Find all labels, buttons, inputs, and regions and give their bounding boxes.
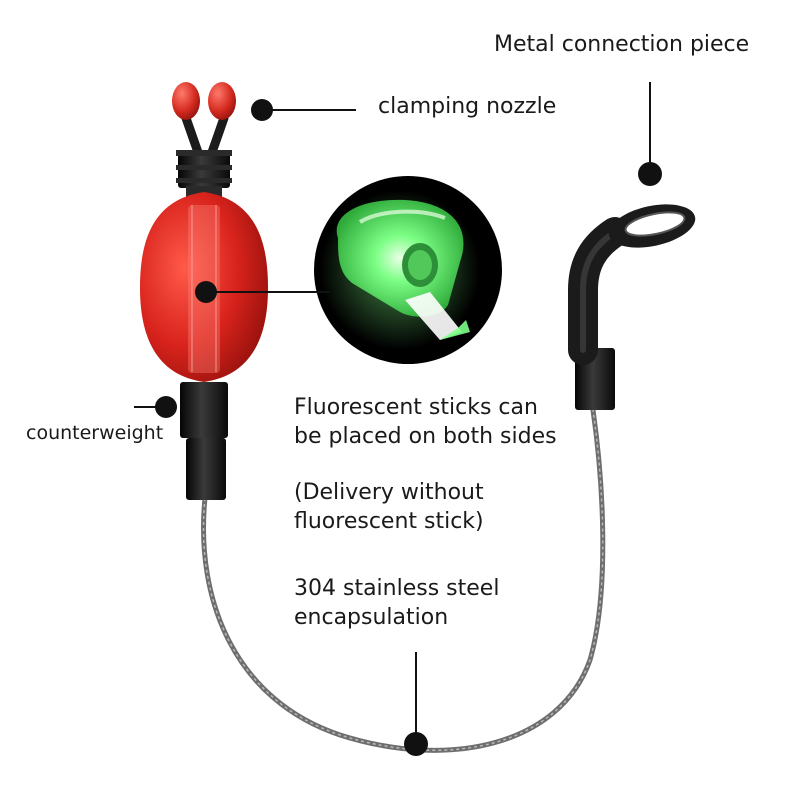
dot-counterweight [155,396,177,418]
label-stainless-line1: 304 stainless steel [294,576,500,601]
label-clamping-nozzle: clamping nozzle [378,94,557,119]
label-stainless: 304 stainless steel encapsulation [294,574,499,632]
label-delivery: (Delivery without fluorescent stick) [294,478,484,536]
label-stainless-line2: encapsulation [294,605,449,631]
metal-connector-icon [568,204,696,410]
clamp-nozzle-icon [172,82,236,188]
dot-metal [638,162,662,186]
label-fluorescent-line2: be placed on both sides [294,424,557,450]
steel-wire [201,407,606,753]
label-metal-connection: Metal connection piece [494,32,750,57]
label-delivery-line1: (Delivery without [294,480,484,505]
label-fluorescent: Fluorescent sticks can be placed on both… [294,393,557,451]
glow-insert-icon [314,176,502,364]
counterweight-icon [180,382,228,500]
label-delivery-line2: fluorescent stick) [294,509,484,535]
label-counterweight: counterweight [26,422,164,444]
dot-fluorescent [195,281,217,303]
label-fluorescent-line1: Fluorescent sticks can [294,395,538,420]
dot-clamping [251,99,273,121]
dot-steel [404,732,428,756]
